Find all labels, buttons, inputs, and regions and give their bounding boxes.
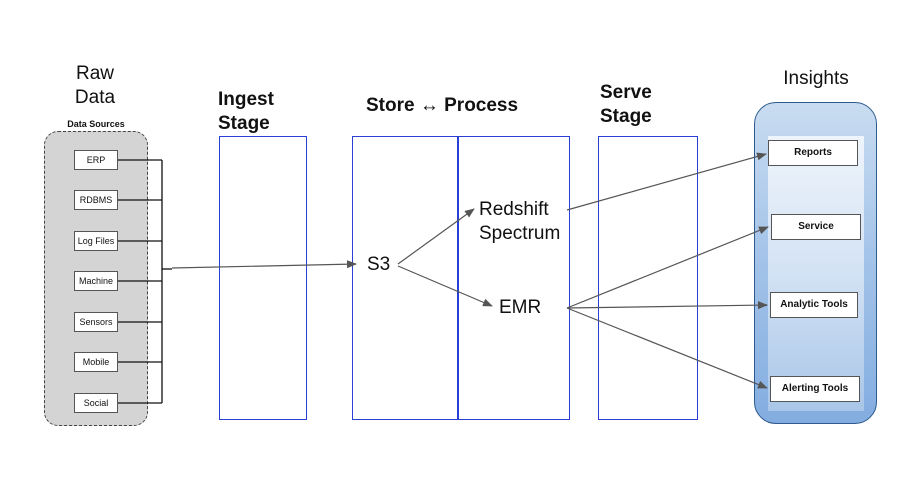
insight-alerting-tools: Alerting Tools	[770, 376, 860, 402]
arrow-sources-to-s3	[171, 260, 357, 269]
s3-node-label: S3	[367, 254, 391, 275]
source-bus-lines	[118, 159, 172, 404]
arrow-s3-to-redshift	[397, 208, 475, 265]
raw-data-title: Raw Data	[74, 63, 116, 108]
insights-title: Insights	[783, 68, 849, 89]
source-machine: Machine	[74, 271, 118, 291]
insight-analytic-tools: Analytic Tools	[770, 292, 858, 318]
data-sources-title: Data Sources	[67, 119, 125, 129]
emr-node-label: EMR	[499, 297, 542, 318]
ingest-stage-title: Ingest Stage	[218, 89, 274, 134]
arrow-emr-to-analytic-tools	[566, 301, 768, 310]
ingest-stage-box	[219, 136, 307, 420]
serve-stage-title: Serve Stage	[600, 82, 652, 127]
source-social: Social	[74, 393, 118, 413]
process-stage-box	[458, 136, 570, 420]
redshift-spectrum-node-label: Redshift Spectrum	[479, 199, 561, 244]
store-stage-box	[352, 136, 458, 420]
insight-reports: Reports	[768, 140, 858, 166]
source-rdbms: RDBMS	[74, 190, 118, 210]
source-log-files: Log Files	[74, 231, 118, 251]
store-process-title: Store ↔ Process	[366, 95, 519, 116]
insight-service: Service	[771, 214, 861, 240]
arrow-emr-to-alerting-tools	[566, 307, 768, 389]
source-mobile: Mobile	[74, 352, 118, 372]
insights-inner-panel	[768, 136, 864, 411]
serve-stage-box	[598, 136, 698, 420]
arrow-emr-to-service	[566, 226, 769, 309]
arrow-redshift-to-reports	[566, 152, 767, 211]
arrow-s3-to-emr	[397, 265, 493, 307]
source-sensors: Sensors	[74, 312, 118, 332]
source-erp: ERP	[74, 150, 118, 170]
